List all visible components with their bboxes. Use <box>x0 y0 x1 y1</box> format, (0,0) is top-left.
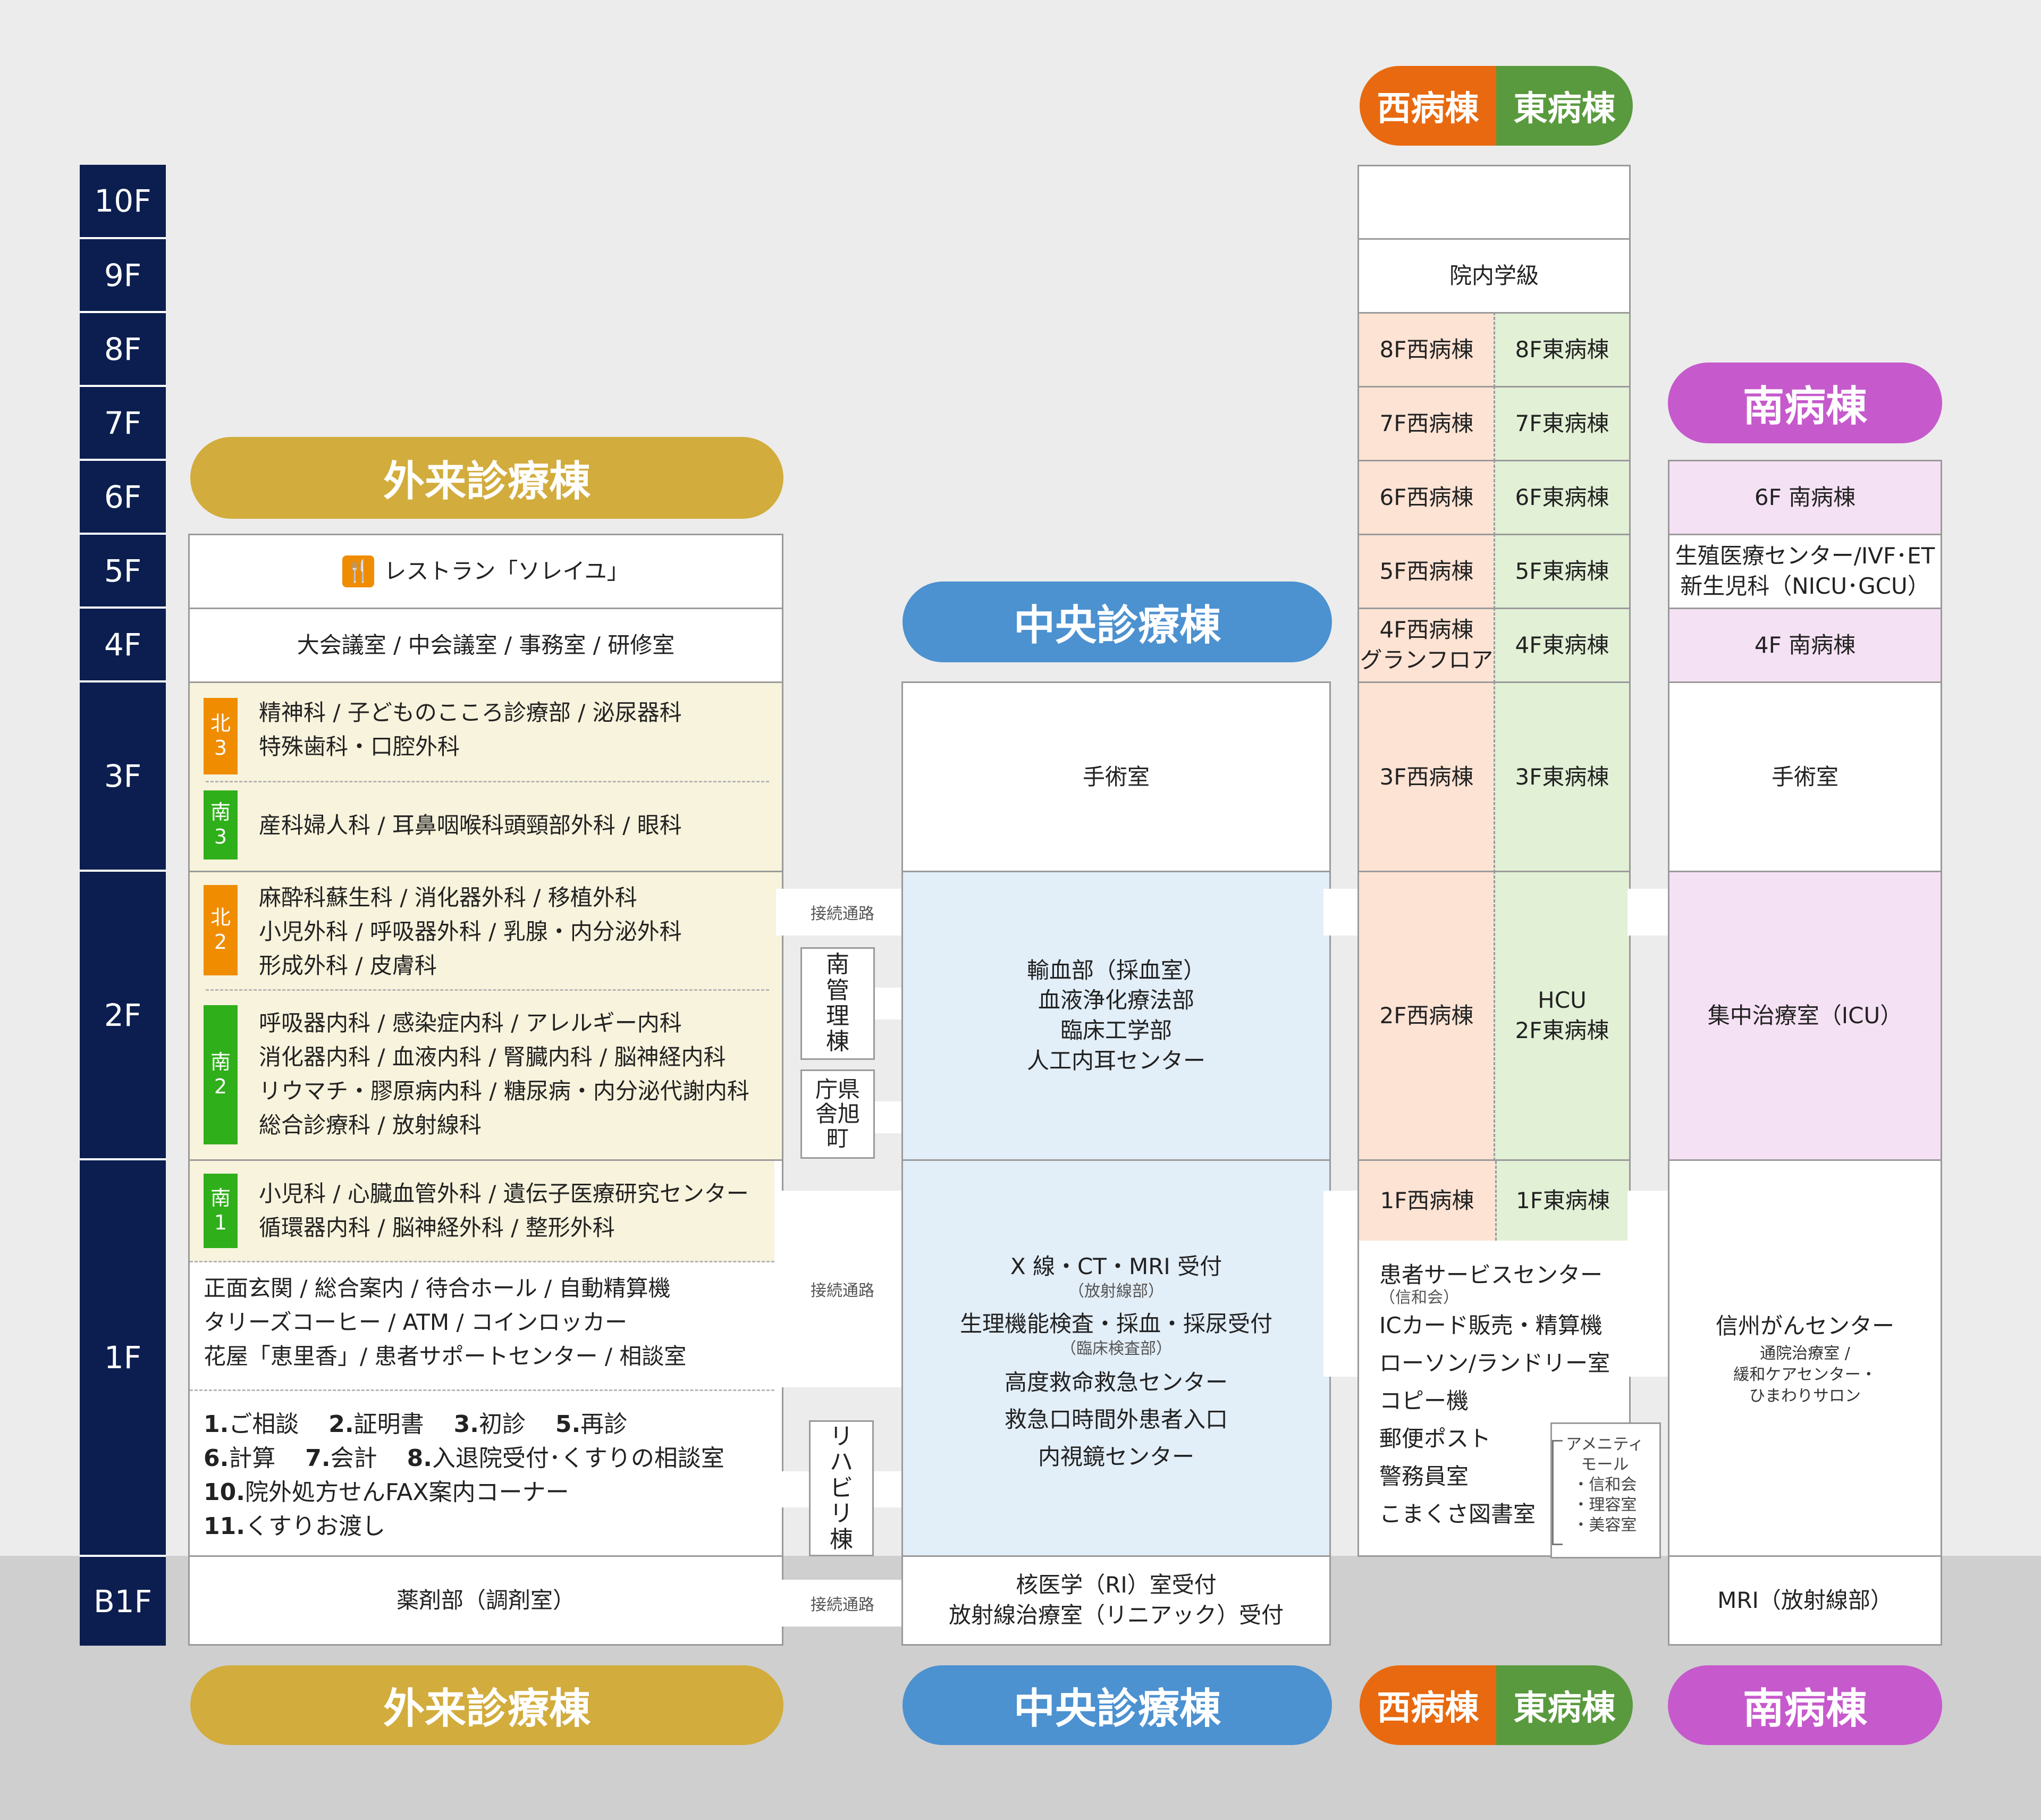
connector-bridge <box>1323 1191 1363 1377</box>
counter-row: 10.院外処方せんFAX案内コーナー <box>204 1479 569 1506</box>
east-7f: 7F東病棟 <box>1494 386 1631 461</box>
floor-b1f: B1F <box>80 1557 166 1646</box>
floor-1f: 1F <box>80 1160 166 1557</box>
floor-7f: 7F <box>80 387 166 461</box>
south-building-label-bottom: 南病棟 <box>1668 1665 1942 1745</box>
outpatient-5f: 🍴 レストラン「ソレイユ」 <box>188 534 783 609</box>
south1-tag: 南1 <box>204 1174 238 1248</box>
south2-tag: 南2 <box>204 1005 238 1144</box>
divider <box>206 989 769 991</box>
counter-row: 11.くすりお渡し <box>204 1513 385 1540</box>
south-6f: 6F 南病棟 <box>1668 460 1942 535</box>
south1-departments: 小児科 / 心臓血管外科 / 遺伝子医療研究センター 循環器内科 / 脳神経外科… <box>259 1181 749 1241</box>
south-5f: 生殖医療センター/IVF･ET 新生児科（NICU･GCU） <box>1668 534 1942 609</box>
divider <box>190 1389 774 1391</box>
ward-1f: 1F西病棟 1F東病棟 患者サービスセンター （信和会） ICカード販売・精算機… <box>1357 1159 1661 1558</box>
east-ward-label: 東病棟 <box>1496 66 1633 146</box>
east-8f: 8F東病棟 <box>1494 312 1631 387</box>
east-4f: 4F東病棟 <box>1494 608 1631 683</box>
outpatient-1f: 南1 小児科 / 心臓血管外科 / 遺伝子医療研究センター 循環器内科 / 脳神… <box>188 1159 783 1557</box>
west-ward-label: 西病棟 <box>1360 66 1496 146</box>
south-b1f: MRI（放射線部） <box>1668 1555 1942 1646</box>
west-7f: 7F西病棟 <box>1357 386 1496 461</box>
north3-departments: 精神科 / 子どものこころ診療部 / 泌尿器科 特殊歯科・口腔外科 <box>259 700 682 760</box>
east-3f: 3F東病棟 <box>1494 681 1631 873</box>
outpatient-2f: 北2 麻酔科蘇生科 / 消化器外科 / 移植外科 小児外科 / 呼吸器外科 / … <box>188 871 783 1161</box>
rehabilitation-building: リハビリ棟 <box>809 1420 874 1556</box>
connector-bridge <box>1627 889 1672 936</box>
outpatient-building-label-top: 外来診療棟 <box>190 437 783 519</box>
central-2f: 輸血部（採血室） 血液浄化療法部 臨床工学部 人工内耳センター <box>901 871 1331 1161</box>
central-1f: X 線・CT・MRI 受付 （放射線部） 生理機能検査・採血・採尿受付 （臨床検… <box>901 1159 1331 1557</box>
south1-area <box>190 1161 774 1262</box>
outpatient-4f: 大会議室 / 中会議室 / 事務室 / 研修室 <box>188 608 783 683</box>
south-building-label-top: 南病棟 <box>1668 363 1942 443</box>
outpatient-building-label-bottom: 外来診療棟 <box>190 1665 783 1745</box>
west-4f: 4F西病棟 グランフロア <box>1357 608 1496 683</box>
floor-3f: 3F <box>80 682 166 872</box>
amenity-mall: アメニティ モール ・信和会 ・理容室 ・美容室 <box>1550 1422 1661 1558</box>
west-1f: 1F西病棟 <box>1359 1161 1495 1241</box>
central-3f: 手術室 <box>901 681 1331 873</box>
south3-tag: 南3 <box>204 790 238 860</box>
floor-5f: 5F <box>80 535 166 609</box>
floor-6f: 6F <box>80 461 166 535</box>
north2-tag: 北2 <box>204 885 238 975</box>
west-3f: 3F西病棟 <box>1357 681 1496 873</box>
outpatient-b1f: 薬剤部（調剤室） <box>188 1555 783 1646</box>
west-8f: 8F西病棟 <box>1357 312 1496 387</box>
west-6f: 6F西病棟 <box>1357 460 1496 535</box>
counter-row: 1.ご相談 2.証明書 3.初診 5.再診 <box>204 1411 628 1438</box>
floor-10f: 10F <box>80 165 166 239</box>
bracket <box>1552 1440 1563 1545</box>
restaurant-label: レストラン「ソレイユ」 <box>384 558 629 584</box>
floor-8f: 8F <box>80 313 166 387</box>
divider <box>190 1261 774 1262</box>
restaurant-icon: 🍴 <box>342 555 375 587</box>
south-2f-icu: 集中治療室（ICU） <box>1668 871 1942 1161</box>
connecting-passage-b1f: 接続通路 <box>776 1580 909 1627</box>
central-building-label-top: 中央診療棟 <box>903 582 1332 662</box>
floor-4f: 4F <box>80 609 166 682</box>
south-4f: 4F 南病棟 <box>1668 608 1942 683</box>
amenity-mall-list: アメニティ モール ・信和会 ・理容室 ・美容室 <box>1566 1435 1644 1535</box>
connector-bridge <box>1323 889 1363 936</box>
outpatient-3f: 北3 精神科 / 子どものこころ診療部 / 泌尿器科 特殊歯科・口腔外科 南3 … <box>188 681 783 872</box>
ward-9f: 院内学級 <box>1357 238 1631 314</box>
west-5f: 5F西病棟 <box>1357 534 1496 609</box>
south-admin-building: 南管理棟 <box>800 947 875 1060</box>
main-lobby-facilities: 正面玄関 / 総合案内 / 待合ホール / 自動精算機 タリーズコーヒー / A… <box>204 1275 687 1369</box>
west-ward-label: 西病棟 <box>1360 1665 1496 1745</box>
ward-1f-facilities: 患者サービスセンター （信和会） ICカード販売・精算機 ローソン/ランドリー室… <box>1379 1262 1610 1527</box>
east-5f: 5F東病棟 <box>1494 534 1631 609</box>
ward-building-label-top: 西病棟 東病棟 <box>1360 66 1633 146</box>
south-1f: 信州がんセンター 通院治療室 / 緩和ケアセンター・ ひまわりサロン <box>1668 1159 1942 1557</box>
east-1f: 1F東病棟 <box>1495 1161 1629 1241</box>
east-6f: 6F東病棟 <box>1494 460 1631 535</box>
connecting-passage-1f: 接続通路 <box>776 1191 909 1387</box>
south3-departments: 産科婦人科 / 耳鼻咽喉科頭頸部外科 / 眼科 <box>259 812 682 838</box>
asahi-prefectural-building: 庁県舎旭町 <box>800 1069 875 1159</box>
west-2f: 2F西病棟 <box>1357 871 1496 1161</box>
ward-10f <box>1357 165 1631 240</box>
east-ward-label: 東病棟 <box>1496 1665 1633 1745</box>
central-b1f: 核医学（RI）室受付 放射線治療室（リニアック）受付 <box>901 1555 1331 1646</box>
connector-bridge <box>1627 1191 1672 1377</box>
north3-tag: 北3 <box>204 698 238 774</box>
south2-departments: 呼吸器内科 / 感染症内科 / アレルギー内科 消化器内科 / 血液内科 / 腎… <box>259 1010 749 1138</box>
reception-counters: 1.ご相談 2.証明書 3.初診 5.再診 6.計算 7.会計 8.入退院受付･… <box>204 1408 724 1544</box>
east-2f-hcu: HCU 2F東病棟 <box>1494 871 1631 1161</box>
south-3f: 手術室 <box>1668 681 1942 873</box>
floor-9f: 9F <box>80 239 166 313</box>
divider <box>206 781 769 782</box>
counter-row: 6.計算 7.会計 8.入退院受付･くすりの相談室 <box>204 1445 724 1472</box>
north2-departments: 麻酔科蘇生科 / 消化器外科 / 移植外科 小児外科 / 呼吸器外科 / 乳腺・… <box>259 884 682 979</box>
floor-2f: 2F <box>80 872 166 1160</box>
central-building-label-bottom: 中央診療棟 <box>903 1665 1332 1745</box>
connecting-passage-2f: 接続通路 <box>776 889 909 936</box>
ward-building-label-bottom: 西病棟 東病棟 <box>1360 1665 1633 1745</box>
